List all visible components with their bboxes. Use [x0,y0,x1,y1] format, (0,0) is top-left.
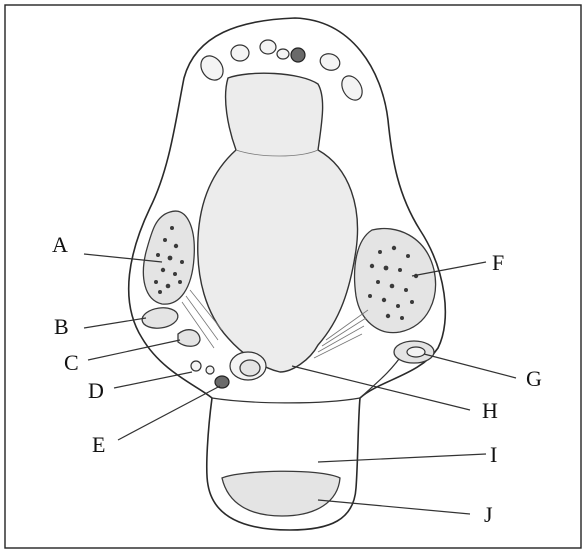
vessel-oval [260,40,276,54]
label-I: I [490,442,497,467]
structure-H-inner [240,360,260,376]
label-A: A [52,232,68,257]
vessel-oval [277,49,289,59]
label-J: J [484,502,493,527]
label-B: B [54,314,69,339]
label-H: H [482,398,498,423]
label-F: F [492,250,504,275]
vessel-dark [291,48,305,62]
structure-E [215,376,229,388]
structure-G-inner [407,347,425,357]
structure-C [178,330,200,347]
label-G: G [526,366,542,391]
vessel-oval [231,45,249,61]
structure-D-vessel [191,361,201,371]
label-C: C [64,350,79,375]
label-D: D [88,378,104,403]
label-E: E [92,432,105,457]
structure-D-vessel [206,366,214,374]
